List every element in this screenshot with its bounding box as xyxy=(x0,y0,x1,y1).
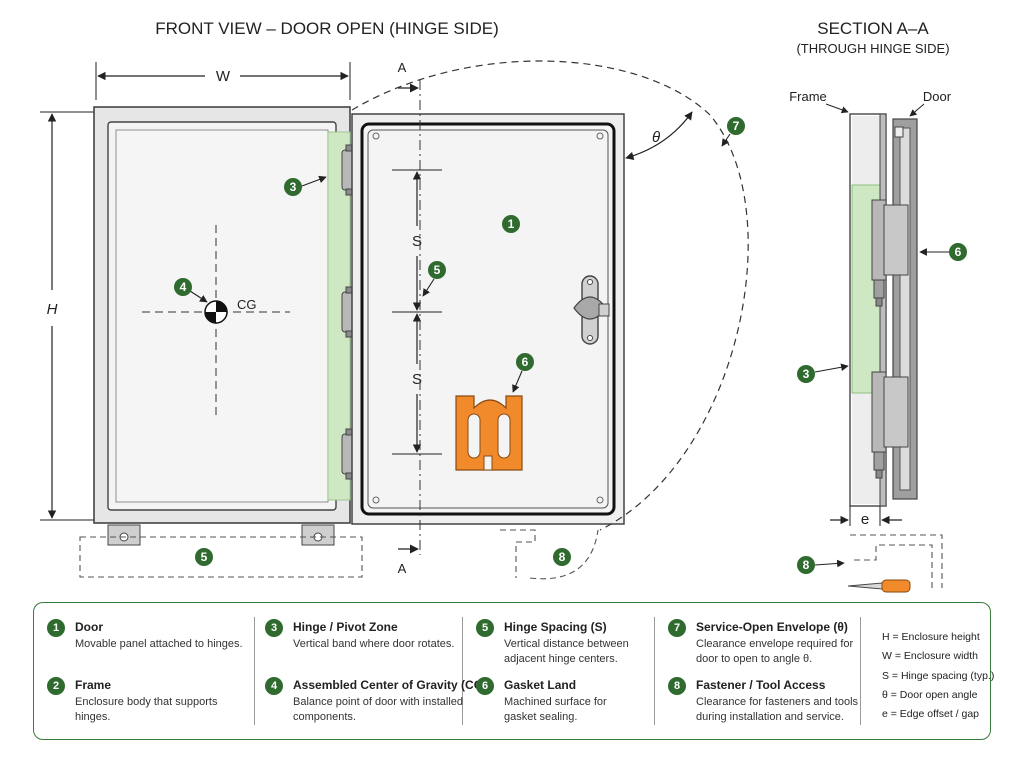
legend-separator xyxy=(860,617,861,725)
legend-badge: 8 xyxy=(668,677,686,695)
cg-label: CG xyxy=(237,297,257,312)
legend-separator xyxy=(254,617,255,725)
section-cut-line: A A xyxy=(398,60,421,576)
legend-badge: 4 xyxy=(265,677,283,695)
svg-text:4: 4 xyxy=(180,280,187,294)
legend-separator xyxy=(462,617,463,725)
svg-text:6: 6 xyxy=(955,245,962,259)
width-dimension: W xyxy=(95,62,351,100)
hinge-spacing-dimension: S S xyxy=(392,169,442,455)
legend-badge: 6 xyxy=(476,677,494,695)
callout-3-hinge-zone: 3 xyxy=(284,175,327,196)
edge-offset-dimension: e xyxy=(830,506,902,528)
dim-w-label: W xyxy=(216,68,231,85)
legend-item-desc: Machined surface for gasket sealing. xyxy=(504,696,607,723)
angle-theta-label: θ xyxy=(652,129,660,146)
section-callout-3: 3 xyxy=(797,363,849,383)
symbol-s: S = Hinge spacing (typ.) xyxy=(882,670,995,682)
symbol-h: H = Enclosure height xyxy=(882,631,980,643)
legend-item-desc: Vertical band where door rotates. xyxy=(293,638,455,650)
svg-text:6: 6 xyxy=(522,355,529,369)
section-callout-6: 6 xyxy=(919,243,967,261)
legend-item-title: Service-Open Envelope (θ) xyxy=(696,620,848,634)
legend-item-desc: Movable panel attached to hinges. xyxy=(75,638,243,650)
section-view-subtitle: (THROUGH HINGE SIDE) xyxy=(796,41,949,56)
symbol-e: e = Edge offset / gap xyxy=(882,708,980,720)
cg-marker: CG xyxy=(142,225,290,418)
section-view-title: SECTION A–A xyxy=(817,19,929,38)
legend-separator xyxy=(654,617,655,725)
svg-text:8: 8 xyxy=(559,550,566,564)
legend-symbols: H = Enclosure height W = Enclosure width… xyxy=(882,603,994,739)
callout-1-door: 1 xyxy=(502,215,520,233)
front-view-title: FRONT VIEW – DOOR OPEN (HINGE SIDE) xyxy=(155,19,499,38)
legend-item-desc: Clearance for fasteners and tools during… xyxy=(696,696,859,723)
legend-item-title: Assembled Center of Gravity (CG) xyxy=(293,678,488,692)
symbol-w: W = Enclosure width xyxy=(882,650,978,662)
legend-item-desc: Clearance envelope required for door to … xyxy=(696,638,854,665)
legend-item-title: Fastener / Tool Access xyxy=(696,678,826,692)
legend-item-desc: Enclosure body that supports hinges. xyxy=(75,696,218,723)
svg-text:3: 3 xyxy=(803,367,810,381)
dim-e-label: e xyxy=(861,511,869,528)
legend-item-title: Frame xyxy=(75,678,112,692)
legend-item-title: Hinge / Pivot Zone xyxy=(293,620,398,634)
svg-text:8: 8 xyxy=(803,558,810,572)
section-marker-top: A xyxy=(398,60,407,75)
enclosure-frame xyxy=(93,106,351,524)
legend-item-desc: Vertical distance between adjacent hinge… xyxy=(504,638,629,665)
door-panel xyxy=(351,113,625,525)
legend-item-desc: Balance point of door with installed com… xyxy=(293,696,463,723)
svg-text:7: 7 xyxy=(733,119,740,133)
svg-text:3: 3 xyxy=(290,180,297,194)
gasket-land xyxy=(455,395,523,471)
frame-foot-left xyxy=(107,524,141,546)
door-handle xyxy=(573,275,610,345)
callout-5-fastener-zone: 5 xyxy=(195,548,213,566)
callout-6-gasket: 6 xyxy=(512,353,534,393)
symbol-theta: θ = Door open angle xyxy=(882,689,978,701)
callout-7-envelope: 7 xyxy=(721,117,745,147)
legend-badge: 5 xyxy=(476,619,494,637)
svg-text:5: 5 xyxy=(434,263,441,277)
screwdriver-icon xyxy=(847,579,911,593)
height-dimension: H xyxy=(40,111,94,521)
section-hinge-upper xyxy=(871,199,909,307)
legend-badge: 2 xyxy=(47,677,65,695)
legend-badge: 7 xyxy=(668,619,686,637)
callout-8-tool-access: 8 xyxy=(553,548,571,566)
legend-item-title: Hinge Spacing (S) xyxy=(504,620,607,634)
dim-s-upper-label: S xyxy=(412,233,422,250)
section-hinge-lower xyxy=(871,371,909,479)
legend-item-title: Door xyxy=(75,620,103,634)
legend-item-title: Gasket Land xyxy=(504,678,577,692)
frame-foot-right xyxy=(301,524,335,546)
legend-badge: 3 xyxy=(265,619,283,637)
dim-h-label: H xyxy=(47,301,58,318)
legend-panel: 1 Door Movable panel attached to hinges.… xyxy=(33,602,994,740)
section-tool-access xyxy=(850,534,943,588)
svg-text:1: 1 xyxy=(508,217,515,231)
fastener-access-zone xyxy=(79,536,363,578)
section-marker-bottom: A xyxy=(398,561,407,576)
dim-s-lower-label: S xyxy=(412,371,422,388)
callout-5-hinge-spacing: 5 xyxy=(422,261,446,297)
svg-text:5: 5 xyxy=(201,550,208,564)
section-door-label: Door xyxy=(923,89,952,104)
legend-badge: 1 xyxy=(47,619,65,637)
section-frame-label: Frame xyxy=(789,89,827,104)
callout-4-cg: 4 xyxy=(174,278,208,303)
tool-access-profile xyxy=(500,529,599,580)
section-callout-8: 8 xyxy=(797,556,845,574)
service-open-envelope: θ xyxy=(351,60,749,531)
